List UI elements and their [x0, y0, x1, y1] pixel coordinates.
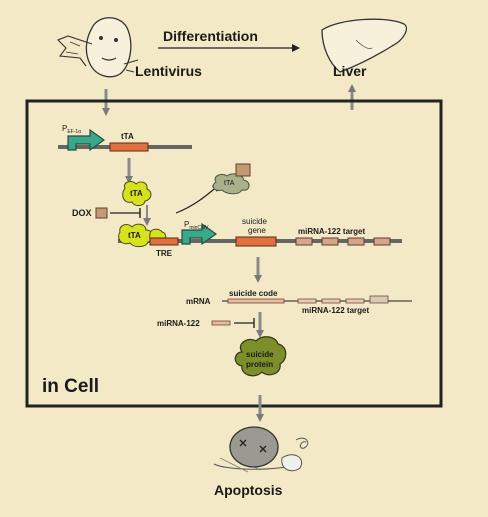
suicide-code-label: suicide code: [229, 289, 278, 298]
suicide-protein-label-1: suicide: [246, 350, 274, 359]
dox-label: DOX: [72, 208, 92, 218]
cell-boundary: [25, 99, 443, 408]
lentivirus-icon: [57, 17, 139, 78]
suicide-code-box: [227, 298, 285, 304]
mirna-target-sites-rna: [297, 295, 389, 304]
tre-box: [149, 237, 179, 246]
liver-icon: [321, 18, 407, 73]
suicide-gene-box: [235, 236, 277, 247]
ef1a-promoter-arrow: [67, 128, 106, 152]
suicide-protein-blob: [234, 336, 287, 377]
tta-dox-complex: [212, 163, 251, 195]
cmv-promoter-arrow: [181, 222, 218, 246]
dox-square: [95, 207, 108, 219]
cmv-promoter-label: PminCMV: [184, 220, 209, 231]
liver-label: Liver: [333, 63, 367, 79]
mirna-target-dna-label: miRNA-122 target: [298, 227, 365, 236]
mirna-label: miRNA-122: [157, 319, 200, 328]
cell-label: in Cell: [42, 376, 99, 397]
mirna-target-sites-dna: [295, 237, 391, 246]
mirna-strand: [211, 320, 231, 326]
dox-binding-arrow: [175, 183, 221, 214]
lentivirus-label: Lentivirus: [135, 63, 202, 79]
mirna-inhibition-line: [234, 318, 255, 328]
differentiation-label: Differentiation: [163, 28, 258, 44]
dying-cell-icon: [213, 426, 309, 473]
tta-protein-label: tTA: [130, 189, 143, 198]
apoptosis-label: Apoptosis: [214, 482, 283, 498]
suicide-gene-label-2: gene: [248, 226, 266, 235]
mirna-target-rna-label: miRNA-122 target: [302, 306, 369, 315]
ef1a-promoter-label: PEF-1α: [62, 124, 81, 135]
dox-inhibition-line: [110, 208, 141, 218]
tre-label: TRE: [156, 249, 173, 258]
suicide-gene-label-1: suicide: [242, 217, 267, 226]
tta-gene-box: [109, 142, 149, 152]
mrna-label: mRNA: [186, 297, 211, 306]
tta-protein-blob: [122, 180, 152, 207]
suicide-protein-label-2: protein: [246, 360, 273, 369]
tta-bound-label: tTA: [128, 231, 141, 240]
tta-gene-label: tTA: [121, 132, 134, 141]
tta-bound-blob: [118, 223, 167, 248]
tta-inactive-label: tTA: [224, 180, 235, 187]
